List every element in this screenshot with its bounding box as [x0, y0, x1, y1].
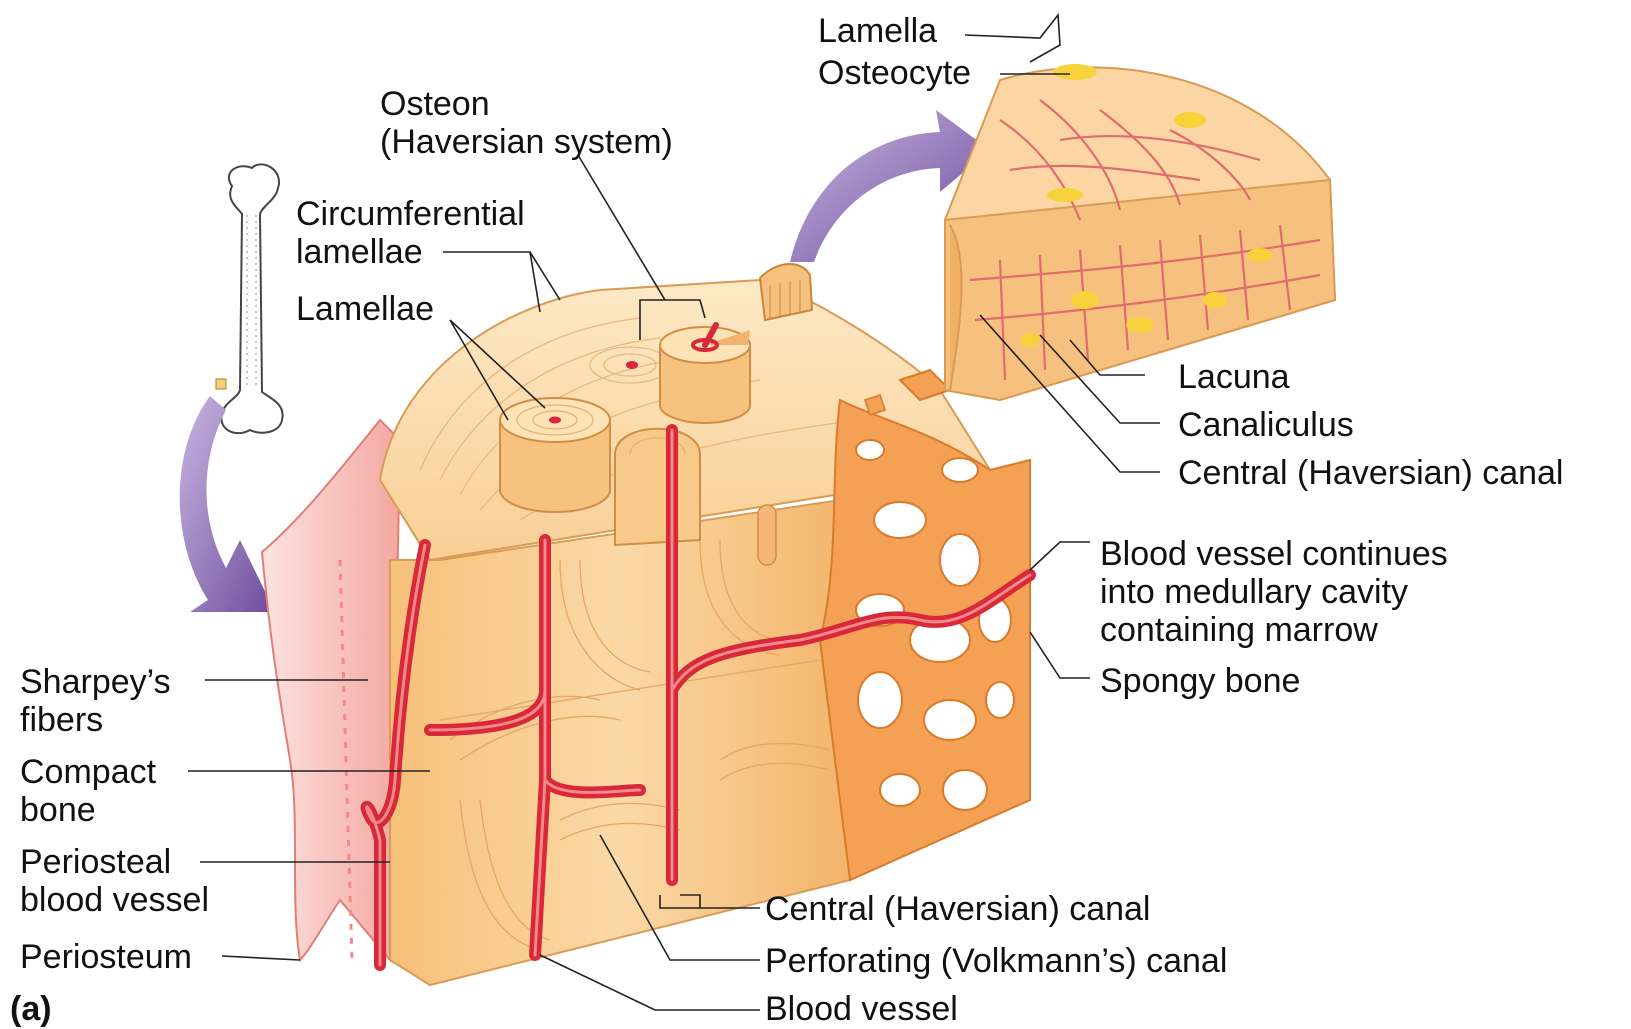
panel-label: (a): [10, 990, 52, 1028]
osteon-cylinder-left: [500, 398, 610, 512]
label-osteon: Osteon (Haversian system): [380, 85, 673, 161]
label-periosteal-blood-vessel: Periosteal blood vessel: [20, 843, 209, 919]
label-central-canal-bottom: Central (Haversian) canal: [765, 890, 1151, 928]
label-periosteum: Periosteum: [20, 938, 192, 976]
label-circumferential-lamellae: Circumferential lamellae: [296, 195, 525, 271]
label-blood-vessel: Blood vessel: [765, 990, 958, 1028]
magnified-osteon-section: [945, 64, 1335, 400]
wedge-sample: [760, 264, 812, 320]
label-osteocyte: Osteocyte: [818, 54, 971, 92]
label-lamellae: Lamellae: [296, 290, 434, 328]
long-bone-icon: [216, 164, 283, 433]
label-spongy-bone: Spongy bone: [1100, 662, 1300, 700]
label-lacuna: Lacuna: [1178, 358, 1290, 396]
label-canaliculus: Canaliculus: [1178, 406, 1354, 444]
osteon-half-cylinder: [615, 429, 700, 545]
label-perforating-canal: Perforating (Volkmann’s) canal: [765, 942, 1227, 980]
label-blood-vessel-continues: Blood vessel continues into medullary ca…: [1100, 535, 1448, 649]
label-compact-bone: Compact bone: [20, 753, 156, 829]
label-sharpeys-fibers: Sharpey’s fibers: [20, 663, 171, 739]
label-central-canal-top: Central (Haversian) canal: [1178, 454, 1564, 492]
label-lamella: Lamella: [818, 12, 937, 50]
